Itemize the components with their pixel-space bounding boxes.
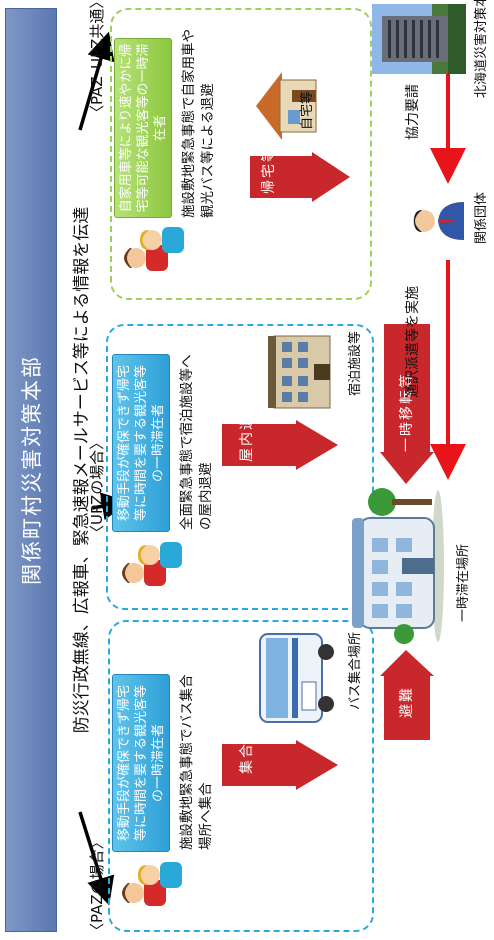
zone-label-paz: 〈PAZの場合〉 bbox=[88, 834, 106, 938]
arrow-gather-label: 集合 bbox=[239, 742, 255, 774]
header-title: 関係町村災害対策本部 bbox=[20, 355, 44, 585]
org-label: 関係団体 bbox=[474, 191, 489, 244]
hokkaido-hq-building-photo bbox=[372, 4, 466, 74]
dispatch-text: 通訳派遣等を実施 bbox=[405, 286, 421, 398]
desc-upz: 全面緊急事態で宿泊施設等への屋内退避 bbox=[179, 354, 214, 531]
hq-label: 北海道災害対策本部 bbox=[474, 0, 489, 98]
dest-home: 自宅等 bbox=[300, 90, 315, 130]
arrow-return-home bbox=[250, 152, 350, 202]
tag-car-returnees: 自家用車等により速やかに帰宅等可能な観光客等の一時滞在者 bbox=[114, 38, 172, 218]
arrow-gather bbox=[222, 740, 338, 790]
people-icon bbox=[120, 855, 188, 915]
house-icon bbox=[252, 68, 320, 144]
tag-upz-stranded: 移動手段が確保できず帰宅等に時間を要する観光客等の一時滞在者 bbox=[112, 354, 170, 532]
people-icon bbox=[120, 535, 188, 595]
zone-label-upz: 〈UPZの場合〉 bbox=[88, 434, 106, 540]
zone-label-paz-upz: 〈PAZ･UPZ共通〉 bbox=[88, 0, 106, 120]
arrow-shelter-indoors-label: 屋内退避 bbox=[239, 398, 255, 462]
tag-paz-stranded: 移動手段が確保できず帰宅等に時間を要する観光客等の一時滞在者 bbox=[112, 674, 170, 852]
arrow-evacuate bbox=[380, 650, 434, 740]
dest-lodging: 宿泊施設等 bbox=[348, 330, 363, 396]
arrow-to-paz bbox=[78, 811, 115, 906]
bus-icon bbox=[254, 628, 338, 728]
temp-stay-place-label: 一時滞在場所 bbox=[456, 543, 471, 622]
staff-person-icon bbox=[410, 196, 466, 246]
arrow-return-home-label: 帰宅等 bbox=[261, 146, 277, 194]
arrow-relocate bbox=[380, 324, 434, 484]
desc-paz-upz: 施設敷地緊急事態で自家用車や観光バス等による退避 bbox=[181, 29, 216, 218]
cooperation-arrows bbox=[430, 56, 466, 480]
people-icon bbox=[122, 220, 190, 280]
desc-paz: 施設敷地緊急事態でバス集合場所へ集合 bbox=[179, 674, 214, 851]
arrow-shelter-indoors bbox=[222, 420, 338, 470]
arrow-evacuate-label: 避難 bbox=[399, 686, 415, 718]
hotel-building-icon bbox=[262, 330, 334, 414]
temporary-shelter-building-icon bbox=[342, 484, 444, 648]
request-text: 協力要請 bbox=[405, 84, 421, 140]
arrow-to-paz-upz bbox=[78, 31, 115, 131]
